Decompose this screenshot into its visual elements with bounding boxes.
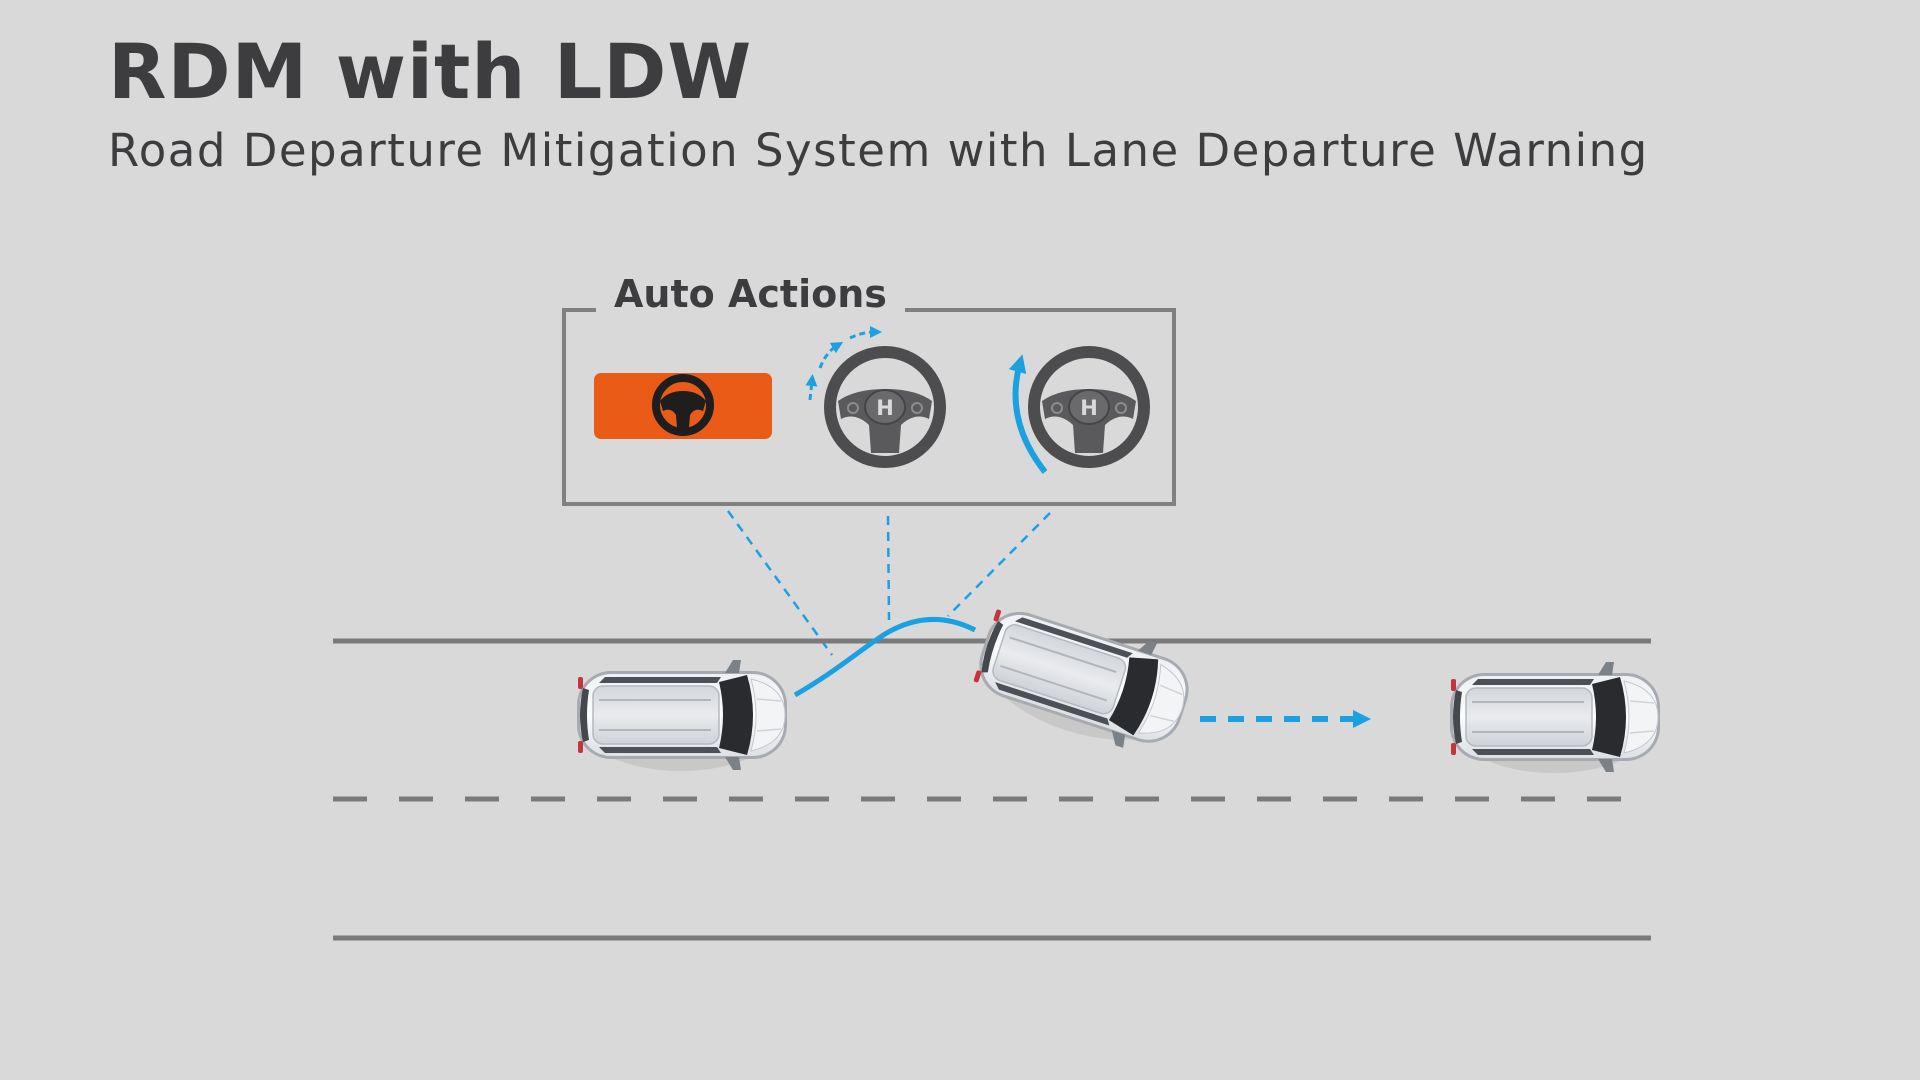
action-connector-lines <box>726 510 1051 656</box>
vehicle-path-curve <box>793 617 977 698</box>
steering-warning-indicator-icon <box>594 373 772 439</box>
car-corrected <box>1449 661 1661 774</box>
page-subtitle: Road Departure Mitigation System with La… <box>108 124 1649 177</box>
auto-actions-label: Auto Actions <box>596 275 905 313</box>
steering-wheel-assist-icon <box>1008 352 1144 474</box>
car-start <box>576 659 788 772</box>
steering-wheel-vibration-icon <box>805 326 940 462</box>
page-title: RDM with LDW <box>108 27 753 116</box>
car-departing <box>965 591 1202 765</box>
